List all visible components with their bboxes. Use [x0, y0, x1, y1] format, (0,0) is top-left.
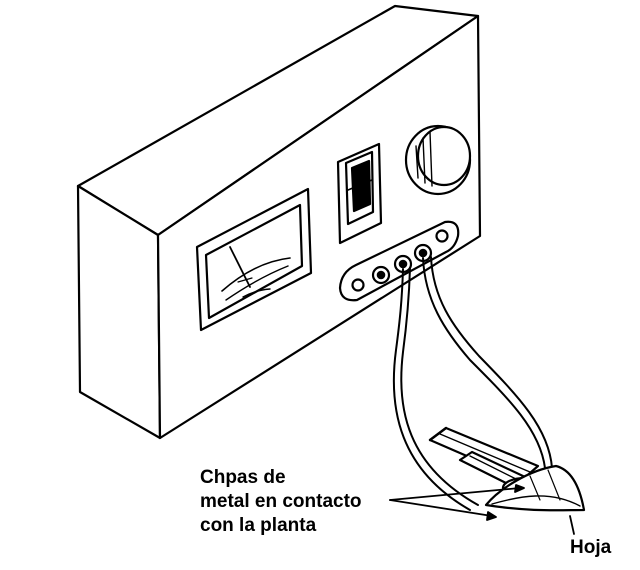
leaf-leader-line	[569, 515, 575, 535]
metal-plates-label-line2: metal en contacto	[200, 491, 362, 512]
label-leader-lines	[389, 484, 575, 535]
metal-plates-label-line1: Chpas de	[200, 467, 286, 488]
analog-meter	[195, 187, 313, 332]
meter-needle	[229, 246, 251, 288]
box-front-face	[156, 14, 482, 440]
metal-plates-label: Chpas de metal en contacto con la planta	[200, 466, 362, 538]
leaf	[484, 464, 586, 512]
control-knob	[404, 124, 472, 196]
terminal-plate	[338, 220, 460, 302]
probe-wires	[392, 256, 553, 511]
leaf-label: Hoja	[570, 537, 612, 558]
rocker-switch	[336, 142, 383, 245]
metal-plates-label-line3: con la planta	[200, 515, 317, 536]
